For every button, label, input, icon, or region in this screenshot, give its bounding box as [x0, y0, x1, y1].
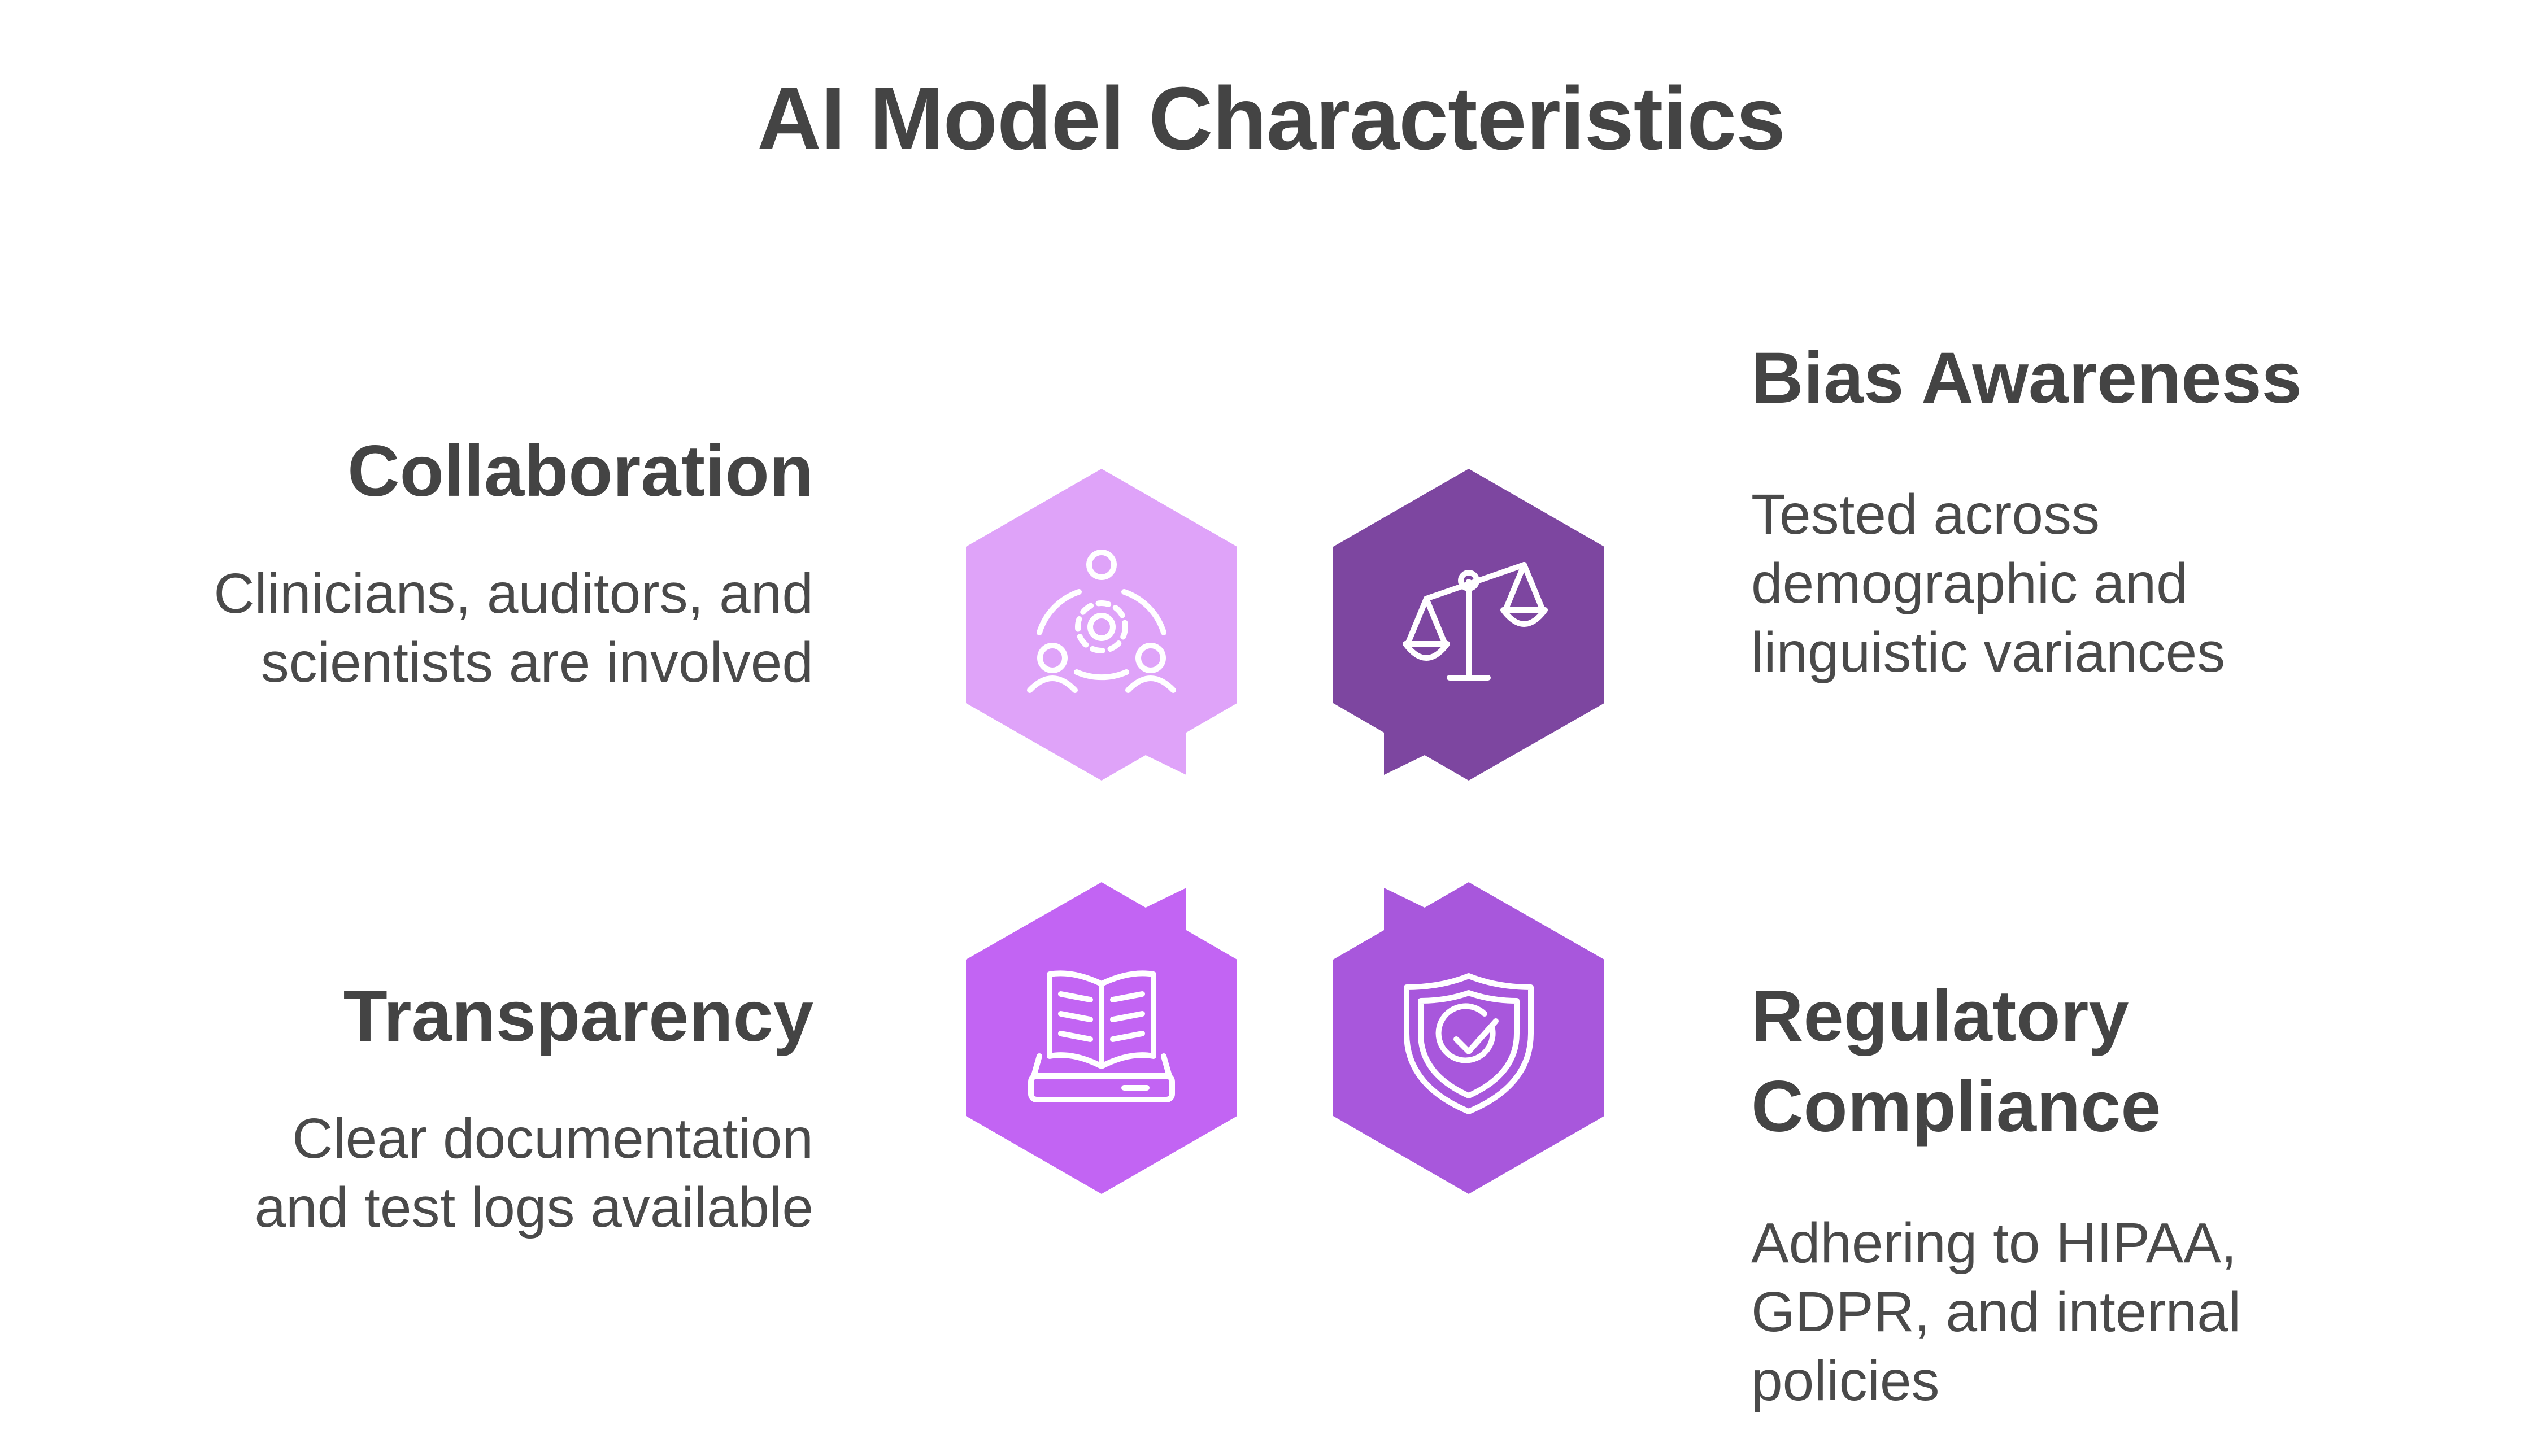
team-collaboration-icon [1027, 550, 1176, 693]
bias-awareness-hexagon [1333, 469, 1604, 781]
regulatory-compliance-description-line: policies [1751, 1349, 1940, 1413]
regulatory-compliance-description-line: GDPR, and internal [1751, 1280, 2241, 1344]
regulatory-compliance-description-line: Adhering to HIPAA, [1751, 1211, 2237, 1275]
collaboration-description-line: scientists are involved [260, 631, 813, 694]
transparency-description-line: and test logs available [254, 1176, 813, 1239]
transparency-heading: Transparency [343, 976, 813, 1057]
transparency-hexagon [966, 882, 1237, 1194]
transparency-description: Clear documentation and test logs availa… [254, 1104, 813, 1242]
bias-awareness-heading: Bias Awareness [1751, 338, 2302, 419]
regulatory-compliance-heading-line: Regulatory [1751, 976, 2129, 1057]
balance-scale-icon [1403, 562, 1548, 681]
bias-awareness-description-line: linguistic variances [1751, 621, 2226, 684]
open-book-icon [1028, 970, 1175, 1102]
bias-awareness-description-line: demographic and [1751, 552, 2188, 615]
bias-awareness-description-line: Tested across [1751, 483, 2100, 546]
shield-check-icon [1404, 973, 1534, 1114]
collaboration-hexagon [966, 469, 1237, 781]
transparency-description-line: Clear documentation [292, 1107, 813, 1170]
collaboration-heading: Collaboration [347, 431, 813, 512]
regulatory-compliance-heading-line: Compliance [1751, 1066, 2161, 1147]
collaboration-description-line: Clinicians, auditors, and [214, 562, 813, 625]
collaboration-hexagon-shape [966, 469, 1237, 781]
regulatory-compliance-hexagon-shape [1333, 882, 1604, 1194]
page-title: AI Model Characteristics [757, 69, 1786, 168]
regulatory-compliance-description: Adhering to HIPAA, GDPR, and internal po… [1751, 1209, 2241, 1415]
bias-awareness-description: Tested across demographic and linguistic… [1751, 480, 2225, 687]
regulatory-compliance-hexagon [1333, 882, 1604, 1194]
regulatory-compliance-heading: Regulatory Compliance [1751, 971, 2161, 1152]
collaboration-description: Clinicians, auditors, and scientists are… [214, 559, 813, 697]
